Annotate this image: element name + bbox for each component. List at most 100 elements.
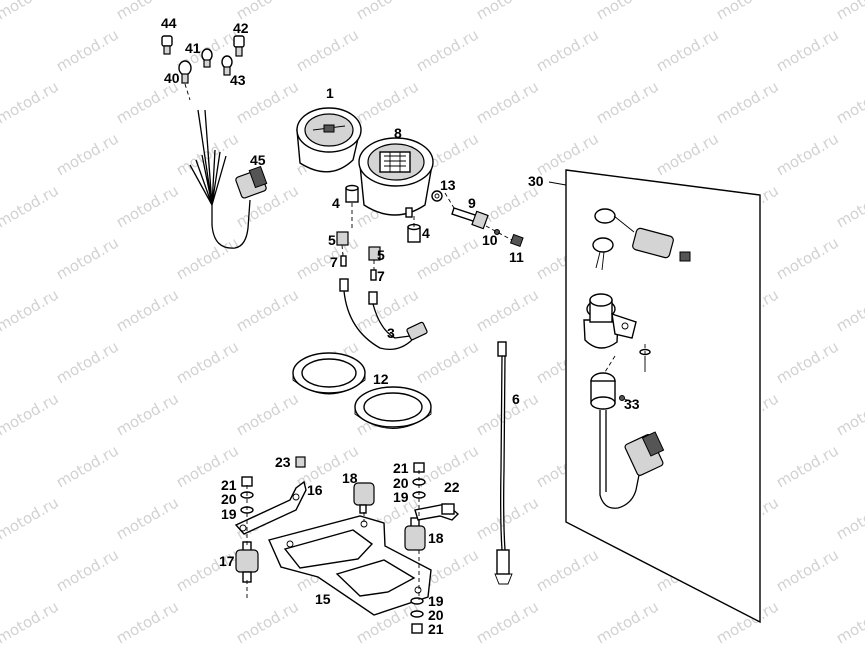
part-label: 13: [440, 177, 456, 193]
wiring-harness-45: [189, 109, 268, 249]
bulb-44: [161, 35, 173, 55]
watermark-text: motod.ru: [413, 25, 482, 75]
cap-11: [509, 233, 524, 248]
watermark-text: motod.ru: [0, 597, 62, 647]
part-label: 15: [315, 591, 331, 607]
part-label: 4: [422, 225, 430, 241]
watermark-text: motod.ru: [653, 129, 722, 179]
watermark-text: motod.ru: [833, 597, 865, 647]
watermark-text: motod.ru: [773, 233, 842, 283]
part-label: 41: [185, 40, 201, 56]
part-label: 3: [387, 325, 395, 341]
bulb-41: [201, 48, 213, 68]
part-label: 19: [221, 506, 237, 522]
part-label: 21: [221, 477, 237, 493]
part-label: 20: [221, 491, 237, 507]
watermark-text: motod.ru: [833, 77, 865, 127]
watermark-text: motod.ru: [773, 545, 842, 595]
part-label: 21: [393, 460, 409, 476]
watermark-text: motod.ru: [0, 0, 62, 23]
watermark-text: motod.ru: [53, 545, 122, 595]
watermark-text: motod.ru: [353, 77, 422, 127]
watermark-text: motod.ru: [0, 285, 62, 335]
watermark-text: motod.ru: [113, 181, 182, 231]
watermark-text: motod.ru: [533, 25, 602, 75]
part-label: 19: [393, 489, 409, 505]
part-label: 21: [428, 621, 444, 637]
part-label: 17: [219, 553, 235, 569]
gauge-8: [358, 137, 434, 218]
part-label: 22: [444, 479, 460, 495]
watermark-text: motod.ru: [0, 181, 62, 231]
watermark-text: motod.ru: [473, 597, 542, 647]
part-label: 7: [330, 254, 338, 270]
screw-33: [619, 395, 633, 403]
watermark-text: motod.ru: [233, 285, 302, 335]
part-label: 16: [307, 482, 323, 498]
watermark-text: motod.ru: [653, 25, 722, 75]
watermark-text: motod.ru: [233, 389, 302, 439]
speedo-drive-9: [451, 207, 489, 230]
assembly-guide-lines: [184, 83, 646, 600]
part-label: 20: [428, 607, 444, 623]
watermark-text: motod.ru: [473, 285, 542, 335]
watermark-text: motod.ru: [833, 181, 865, 231]
watermark-text: motod.ru: [293, 25, 362, 75]
watermark-text: motod.ru: [53, 337, 122, 387]
nut-4-upper: [345, 184, 359, 203]
watermark-text: motod.ru: [773, 337, 842, 387]
watermark-text: motod.ru: [593, 77, 662, 127]
bracket-16: [234, 480, 307, 535]
part-label: 40: [164, 70, 180, 86]
part-label: 20: [393, 475, 409, 491]
part-label: 7: [377, 268, 385, 284]
part-label: 8: [394, 125, 402, 141]
watermark-text: motod.ru: [0, 493, 62, 543]
watermark-text: motod.ru: [773, 129, 842, 179]
speedo-cable-6: [494, 341, 513, 585]
part-label: 42: [233, 20, 249, 36]
part-label: 9: [468, 195, 476, 211]
watermark-text: motod.ru: [53, 441, 122, 491]
watermark-text: motod.ru: [113, 389, 182, 439]
part-label: 45: [250, 152, 266, 168]
part-label: 33: [624, 396, 640, 412]
watermark-text: motod.ru: [173, 233, 242, 283]
part-number-labels: 44 42 41 40 43 1 8 45 13 9 4 4 10 11 30 …: [161, 15, 640, 637]
rubber-mount-17: [235, 541, 259, 583]
watermark-text: motod.ru: [713, 77, 782, 127]
watermark-text: motod.ru: [113, 285, 182, 335]
rubber-mount-18-lower: [404, 517, 426, 551]
watermark-text: motod.ru: [353, 0, 422, 23]
bracket-plate-15: [268, 515, 432, 616]
bulb-7-left: [340, 255, 347, 267]
bulb-42: [233, 35, 245, 57]
part-label: 6: [512, 391, 520, 407]
part-label: 43: [230, 72, 246, 88]
ignition-panel-30: [548, 169, 761, 624]
cable-3: [339, 278, 428, 351]
watermark-text: motod.ru: [473, 77, 542, 127]
watermark-text: motod.ru: [53, 129, 122, 179]
watermark-text: motod.ru: [773, 25, 842, 75]
part-label: 12: [373, 371, 389, 387]
part-label: 18: [428, 530, 444, 546]
watermark-text: motod.ru: [833, 389, 865, 439]
watermark-text: motod.ru: [473, 0, 542, 23]
nut-4-lower: [407, 223, 421, 243]
nut-21-bottom: [411, 623, 423, 634]
watermark-text: motod.ru: [833, 285, 865, 335]
watermark-text: motod.ru: [833, 493, 865, 543]
gauge-1: [296, 107, 362, 173]
watermark-text: motod.ru: [593, 0, 662, 23]
part-label: 19: [428, 593, 444, 609]
screw-23: [295, 456, 306, 468]
part-label: 1: [326, 85, 334, 101]
watermark-text: motod.ru: [833, 0, 865, 23]
part-label: 10: [482, 232, 498, 248]
part-label: 11: [509, 249, 524, 265]
washer-13: [431, 190, 443, 202]
part-label: 30: [528, 173, 544, 189]
bulb-7-right: [370, 269, 377, 281]
